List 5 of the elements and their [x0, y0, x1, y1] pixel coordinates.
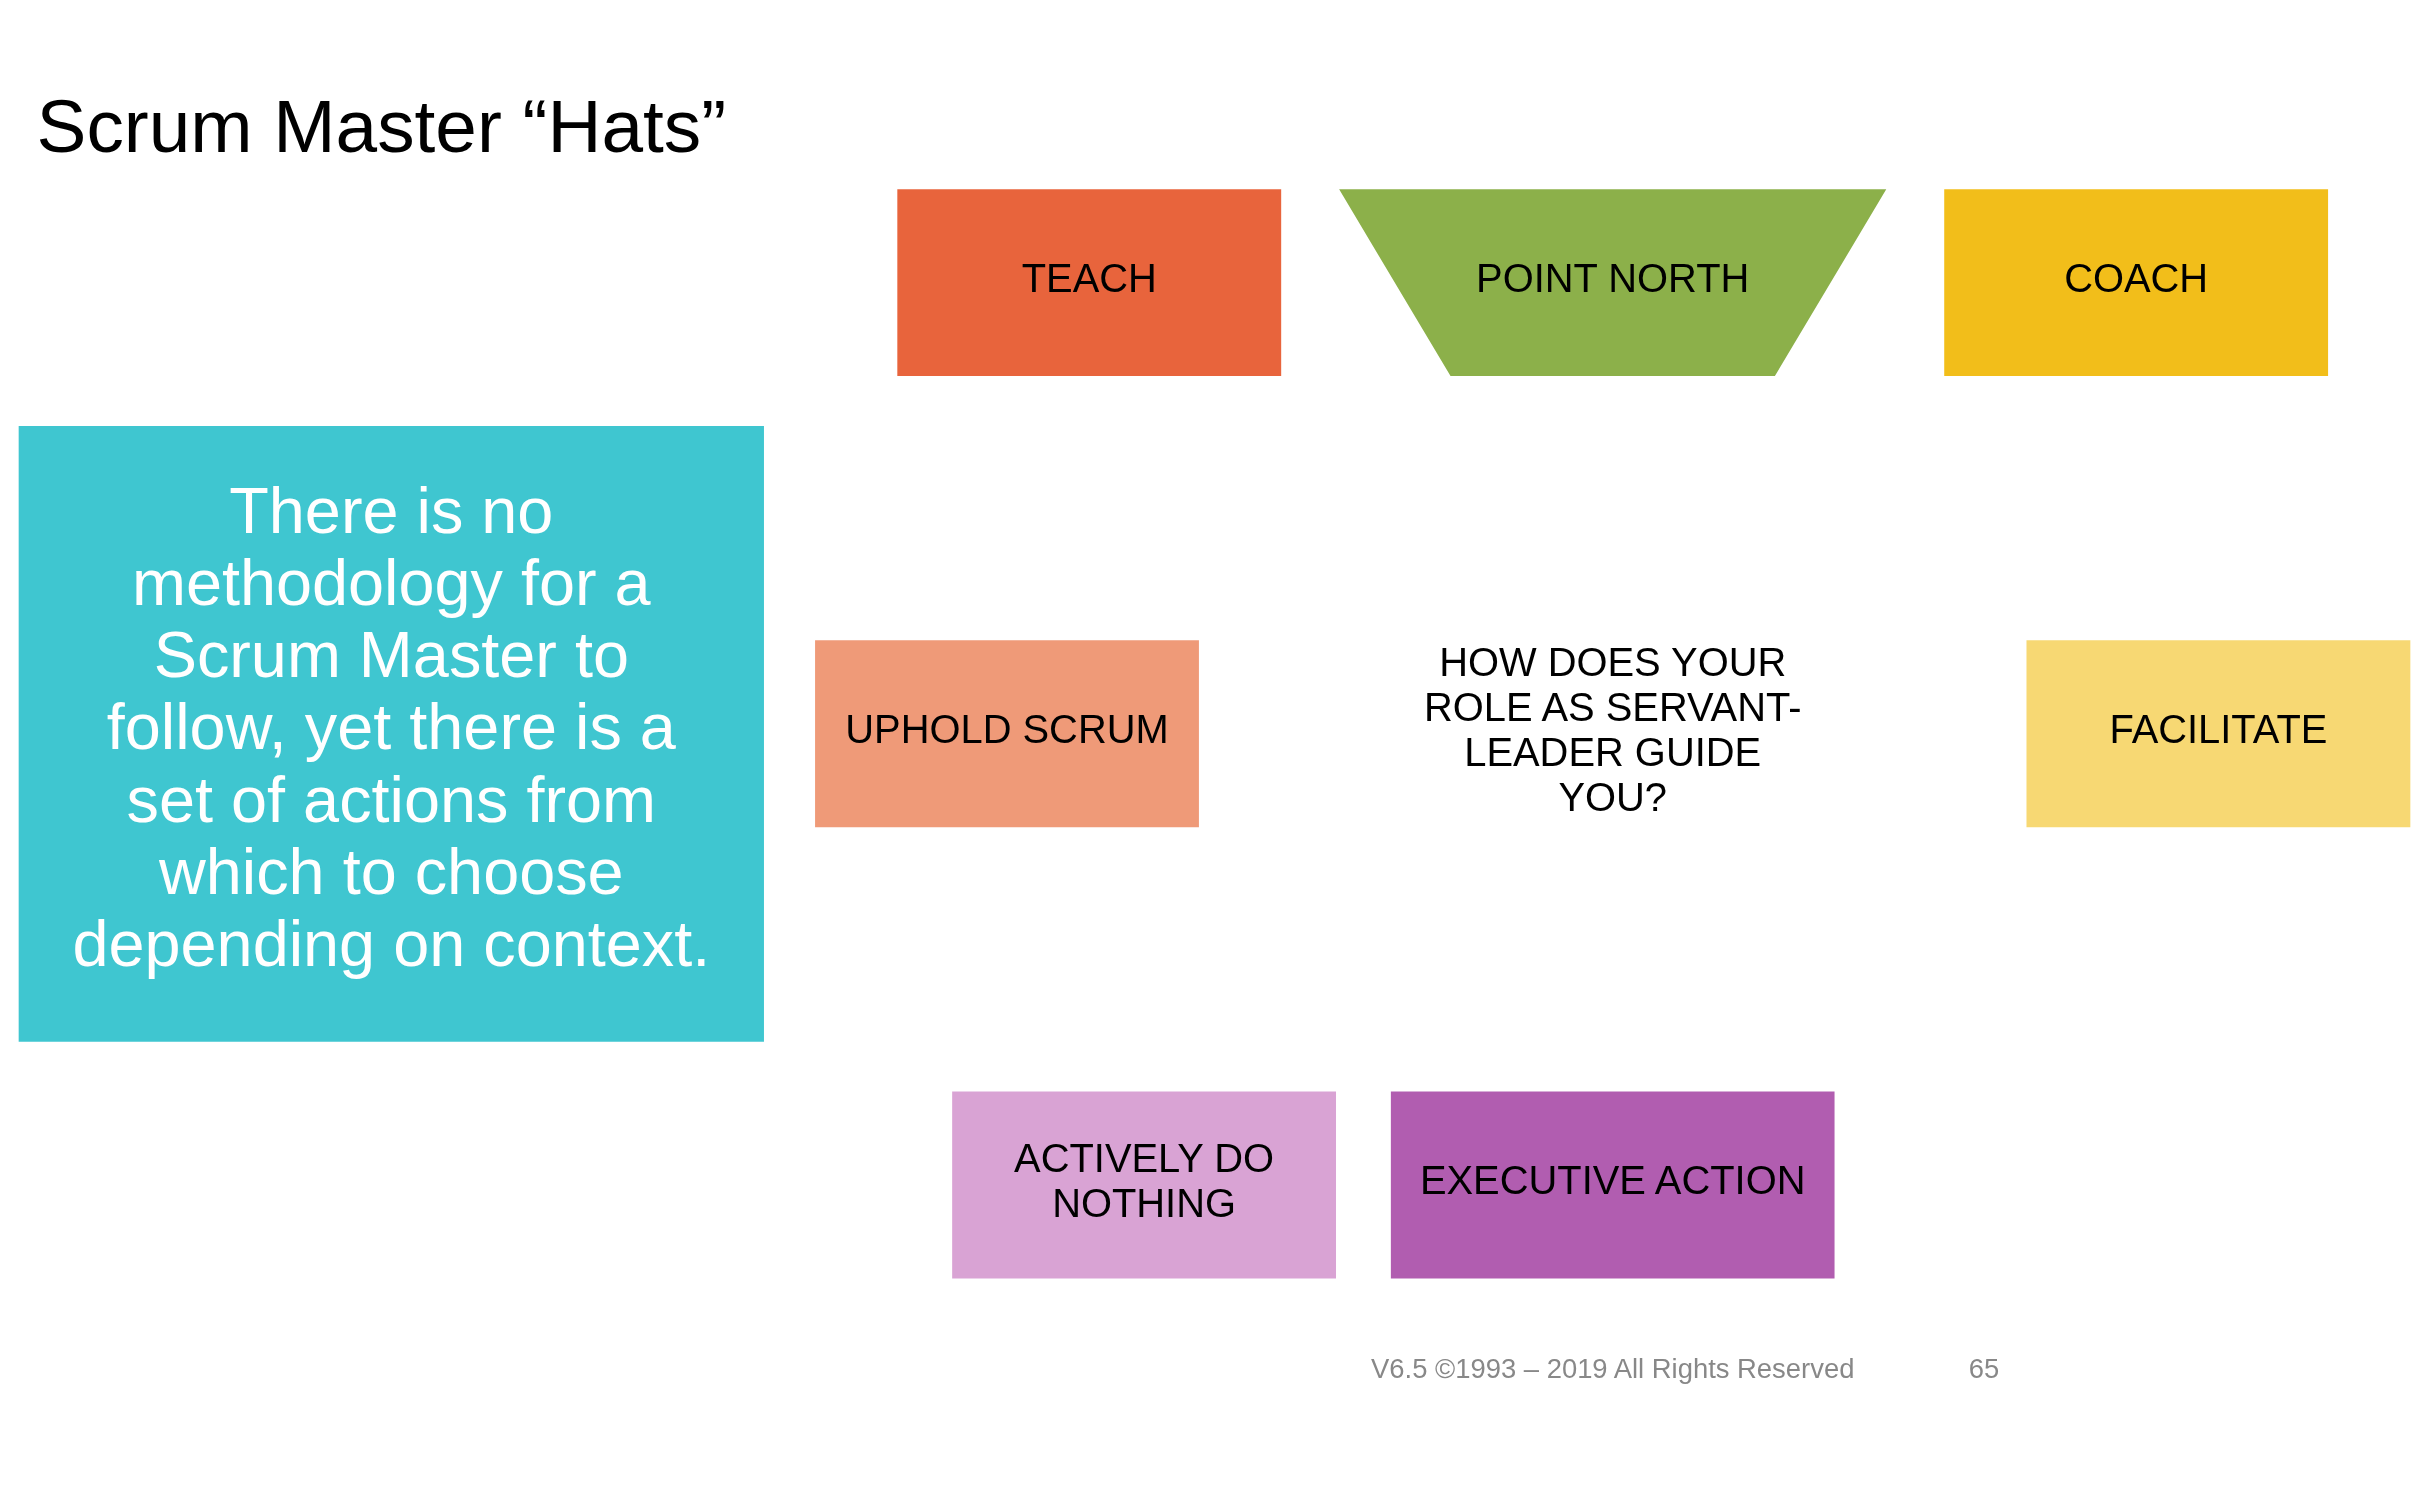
label: There is no methodology for a Scrum Master to follow, yet there is a set of actions from which to choose depending on context. — [72, 473, 711, 980]
diagram-title: Scrum Master “Hats” — [36, 83, 727, 168]
node-text: HOW DOES YOUR ROLE AS SERVANT-LEADER GUIDE YOU? — [1423, 639, 1802, 819]
label: V6.5 ©1993 – 2019 All Rights Reserved — [1371, 1352, 1855, 1384]
label: 65 — [1968, 1352, 2000, 1384]
